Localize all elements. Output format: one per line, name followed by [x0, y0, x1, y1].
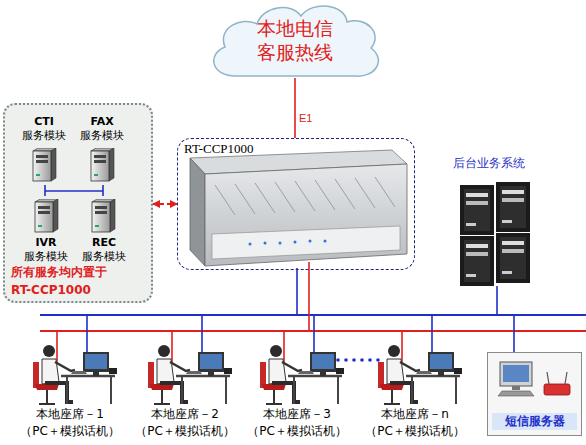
- cloud-node: 本地电信 客服热线: [205, 0, 385, 78]
- ellipsis-dots: [336, 358, 380, 362]
- node-text: （PC＋模拟话机）: [240, 424, 354, 439]
- agent-figures: [33, 345, 462, 404]
- node-text: 服务模块: [80, 250, 128, 263]
- bus-lines: [40, 315, 586, 331]
- backend-servers: [460, 182, 530, 286]
- connector: [44, 185, 46, 196]
- node-text: 后台业务系统: [440, 156, 538, 171]
- node-text: （PC＋模拟话机）: [13, 424, 127, 439]
- module-bus: [45, 190, 103, 192]
- node-text: （PC＋模拟话机）: [358, 424, 472, 439]
- agent-seat: 本地座席－3 （PC＋模拟话机）: [240, 338, 354, 443]
- node-text: 本地座席－1: [13, 407, 127, 422]
- node-text: RT-CCP1000: [184, 141, 304, 156]
- connector: [153, 203, 177, 205]
- service-module: FAX服务模块: [78, 115, 126, 185]
- node-text: 本地座席－2: [128, 407, 242, 422]
- node-text: （PC＋模拟话机）: [128, 424, 242, 439]
- agent-seat: 本地座席－n （PC＋模拟话机）: [358, 338, 472, 443]
- node-text: 本地座席－n: [358, 407, 472, 422]
- node-text: 本地座席－3: [240, 407, 354, 422]
- chassis: [190, 150, 407, 266]
- node-text: 服务模块: [78, 129, 126, 142]
- device-box: RT-CCP1000: [177, 138, 415, 270]
- node-text: REC: [80, 236, 128, 249]
- node-text: IVR: [22, 236, 70, 249]
- node-text: 本地电信 客服热线: [250, 16, 340, 64]
- sms-icon: [498, 362, 570, 396]
- edge-label: E1: [299, 112, 312, 125]
- node-text: 服务模块: [20, 129, 68, 142]
- agent-seat: 本地座席－1 （PC＋模拟话机）: [13, 338, 127, 443]
- connector: [294, 78, 296, 138]
- cloud-path: [214, 6, 379, 76]
- node-text: FAX: [78, 115, 126, 128]
- node-text: 所有服务均内置于 RT-CCP1000: [11, 263, 129, 299]
- service-module: IVR服务模块: [22, 196, 70, 266]
- backend-system: 后台业务系统: [440, 156, 538, 288]
- node-text: CTI: [20, 115, 68, 128]
- module-icons: [33, 148, 115, 232]
- connector: [102, 185, 104, 196]
- service-group: 所有服务均内置于 RT-CCP1000CTI服务模块FAX服务模块IVR服务模块…: [3, 103, 153, 303]
- agent-seat: 本地座席－2 （PC＋模拟话机）: [128, 338, 242, 443]
- service-module: CTI服务模块: [20, 115, 68, 185]
- sms-server: 短信服务器: [487, 352, 582, 436]
- drop-lines: [57, 262, 514, 362]
- node-text: 服务模块: [22, 250, 70, 263]
- service-module: REC服务模块: [80, 196, 128, 266]
- node-text: 短信服务器: [492, 413, 577, 430]
